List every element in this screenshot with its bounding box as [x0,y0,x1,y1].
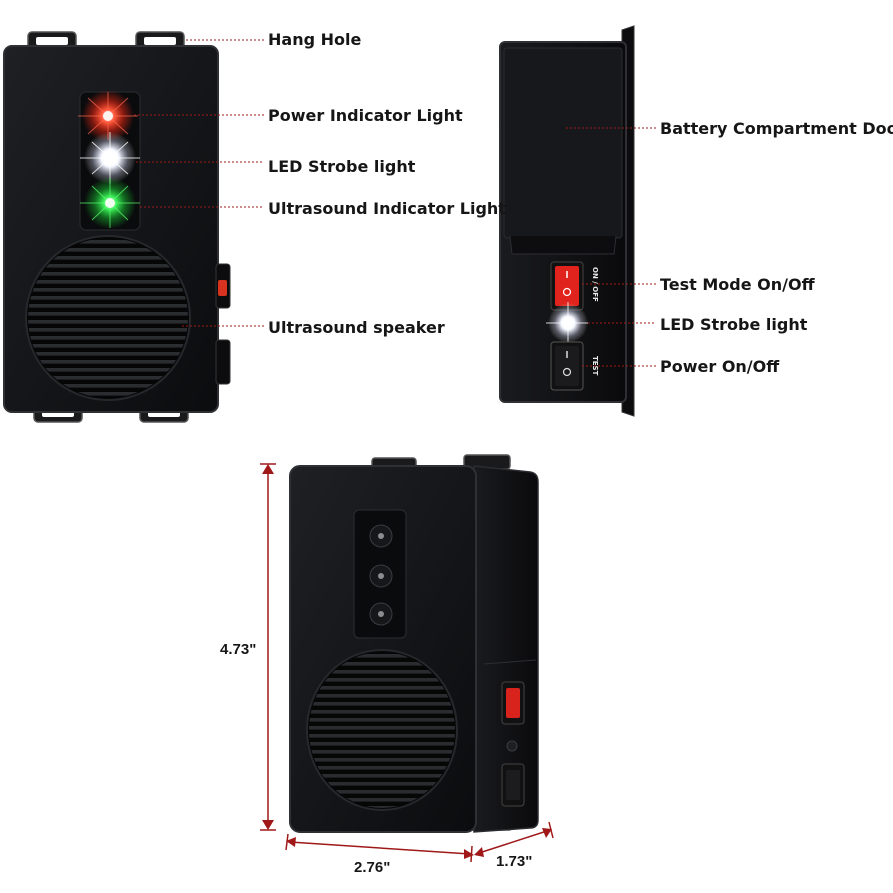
callout-ultrasound-speaker: Ultrasound speaker [268,318,445,337]
strobe-led [80,132,140,184]
grille-slat [28,360,188,364]
perspective-device [289,454,539,833]
power-indicator-led [78,90,138,142]
back-view-device: ON / OFF TEST [499,25,635,417]
front-view-device [3,31,231,423]
grille-slat [309,710,455,714]
grille-slat [309,670,455,674]
grille-slat [28,368,188,372]
grille-slat [28,256,188,260]
back-strobe-led [546,302,590,344]
callout-led-strobe-light-front: LED Strobe light [268,157,416,176]
callout-ultrasound-indicator-light: Ultrasound Indicator Light [268,199,506,218]
callout-battery-compartment-door: Battery Compartment Door [660,119,893,138]
dimension-height: 4.73" [220,641,256,658]
grille-slat [28,320,188,324]
power-switch[interactable] [550,341,584,391]
grille-slat [28,264,188,268]
grille-slat [309,774,455,778]
callout-power-on-off: Power On/Off [660,357,780,376]
grille-slat [28,280,188,284]
grille-slat [28,240,188,244]
grille-slat [28,352,188,356]
grille-slat [28,272,188,276]
grille-slat [309,654,455,658]
battery-compartment-door [503,47,623,239]
test-mode-switch[interactable] [550,261,584,311]
grille-slat [28,296,188,300]
callout-led-strobe-light-back: LED Strobe light [660,315,808,334]
grille-slat [28,384,188,388]
grille-slat [28,328,188,332]
grille-slat [309,758,455,762]
grille-slat [28,304,188,308]
grille-slat [309,718,455,722]
grille-slat [309,694,455,698]
grille-slat [28,312,188,316]
grille-slat [309,790,455,794]
grille-slat [28,336,188,340]
dimension-width: 2.76" [354,859,390,876]
grille-slat [309,702,455,706]
leader-lines [134,39,656,367]
grille-slat [309,726,455,730]
dimension-depth: 1.73" [496,853,532,870]
grille-slat [309,662,455,666]
grille-slat [28,288,188,292]
dimension-lines [260,463,554,863]
grille-slat [28,376,188,380]
grille-slat [309,686,455,690]
grille-slat [28,344,188,348]
callout-hang-hole: Hang Hole [268,30,361,49]
grille-slat [309,766,455,770]
ultrasound-speaker-grille [25,235,191,401]
grille-slat [309,734,455,738]
grille-slat [309,798,455,802]
callout-test-mode-on-off: Test Mode On/Off [660,275,816,294]
grille-slat [309,806,455,808]
grille-slat [309,678,455,682]
grille-slat [28,248,188,252]
ultrasound-indicator-led [80,177,140,229]
callout-power-indicator-light: Power Indicator Light [268,106,463,125]
grille-slat [309,782,455,786]
grille-slat [309,750,455,754]
grille-slat [28,392,188,396]
grille-slat [309,742,455,746]
